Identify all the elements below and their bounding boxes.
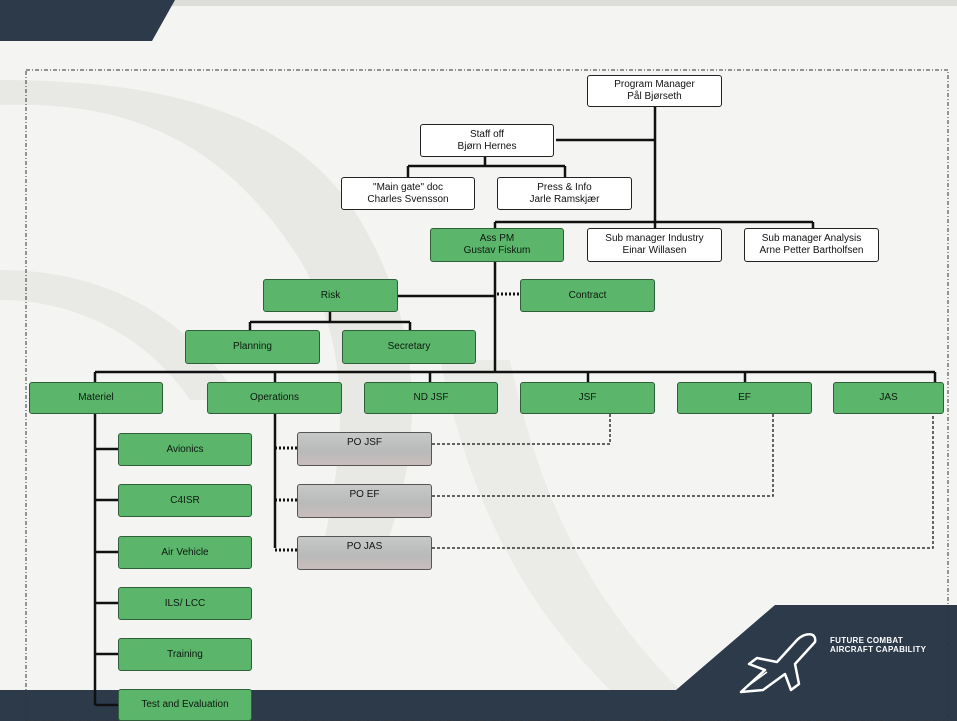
node-test-and-evaluation: Test and Evaluation: [118, 689, 252, 721]
node-sub-manager-industry-title: Sub manager Industry: [605, 233, 704, 244]
top-left-banner: [0, 0, 175, 41]
jet-logo-icon: [739, 633, 817, 694]
node-po-jsf: PO JSF: [297, 432, 432, 466]
node-training: Training: [118, 638, 252, 671]
node-jsf-title: JSF: [578, 392, 597, 403]
node-nd-jsf-title: ND JSF: [413, 392, 449, 403]
logo-text: FUTURE COMBAT AIRCRAFT CAPABILITY: [830, 636, 926, 654]
node-press-info-title: Press & Info: [537, 181, 592, 193]
node-materiel: Materiel: [29, 382, 163, 414]
node-avionics-title: Avionics: [166, 443, 204, 455]
node-staff-off: Staff off Bjørn Hernes: [420, 124, 554, 157]
node-staff-off-title: Staff off: [469, 128, 505, 140]
node-ass-pm: Ass PM Gustav Fiskum: [430, 228, 564, 262]
node-ils-lcc-title: ILS/ LCC: [164, 597, 206, 609]
node-operations: Operations: [207, 382, 342, 414]
node-nd-jsf: ND JSF: [364, 382, 498, 414]
node-ass-pm-title: Ass PM: [479, 233, 515, 244]
node-po-jsf-title: PO JSF: [346, 437, 382, 448]
node-secretary: Secretary: [342, 330, 476, 364]
node-program-manager-name: Pål Bjørseth: [627, 91, 682, 102]
logo-text-line2: AIRCRAFT CAPABILITY: [830, 645, 927, 654]
node-program-manager: Program Manager Pål Bjørseth: [587, 75, 722, 107]
node-press-info-name: Jarle Ramskjær: [529, 193, 600, 205]
node-jas: JAS: [833, 382, 944, 414]
node-planning-title: Planning: [233, 341, 272, 352]
node-ass-pm-name: Gustav Fiskum: [463, 245, 531, 256]
node-risk-title: Risk: [320, 289, 341, 301]
node-sub-manager-analysis-name: Arne Petter Bartholfsen: [759, 245, 864, 256]
node-operations-title: Operations: [250, 392, 299, 403]
node-ils-lcc: ILS/ LCC: [118, 587, 252, 620]
node-po-ef: PO EF: [297, 484, 432, 518]
node-test-and-evaluation-title: Test and Evaluation: [141, 699, 229, 710]
logo-text-line1: FUTURE COMBAT: [830, 636, 904, 645]
node-program-manager-title: Program Manager: [614, 79, 695, 90]
node-po-ef-title: PO EF: [349, 489, 380, 500]
node-c4isr-title: C4ISR: [170, 494, 200, 506]
node-main-gate-doc-name: Charles Svensson: [367, 193, 449, 205]
node-c4isr: C4ISR: [118, 484, 252, 517]
node-secretary-title: Secretary: [387, 341, 431, 352]
node-po-jas: PO JAS: [297, 536, 432, 570]
node-sub-manager-analysis: Sub manager Analysis Arne Petter Barthol…: [744, 228, 879, 262]
node-sub-manager-industry: Sub manager Industry Einar Willasen: [587, 228, 722, 262]
node-jas-title: JAS: [879, 392, 898, 403]
node-air-vehicle: Air Vehicle: [118, 536, 252, 569]
node-training-title: Training: [167, 648, 203, 660]
node-contract-title: Contract: [568, 289, 607, 301]
node-press-info: Press & Info Jarle Ramskjær: [497, 177, 632, 210]
node-main-gate-doc: "Main gate" doc Charles Svensson: [341, 177, 475, 210]
node-ef: EF: [677, 382, 812, 414]
node-planning: Planning: [185, 330, 320, 364]
node-materiel-title: Materiel: [78, 392, 114, 403]
dashed-frame: [25, 69, 949, 721]
bottom-right-banner: [640, 605, 957, 721]
node-air-vehicle-title: Air Vehicle: [161, 546, 209, 558]
node-sub-manager-analysis-title: Sub manager Analysis: [761, 233, 862, 244]
node-ef-title: EF: [738, 392, 751, 403]
node-contract: Contract: [520, 279, 655, 312]
node-risk: Risk: [263, 279, 398, 312]
node-staff-off-name: Bjørn Hernes: [457, 140, 517, 152]
node-sub-manager-industry-name: Einar Willasen: [622, 245, 687, 256]
node-main-gate-doc-title: "Main gate" doc: [373, 181, 443, 193]
node-jsf: JSF: [520, 382, 655, 414]
node-po-jas-title: PO JAS: [346, 541, 383, 552]
node-avionics: Avionics: [118, 433, 252, 466]
